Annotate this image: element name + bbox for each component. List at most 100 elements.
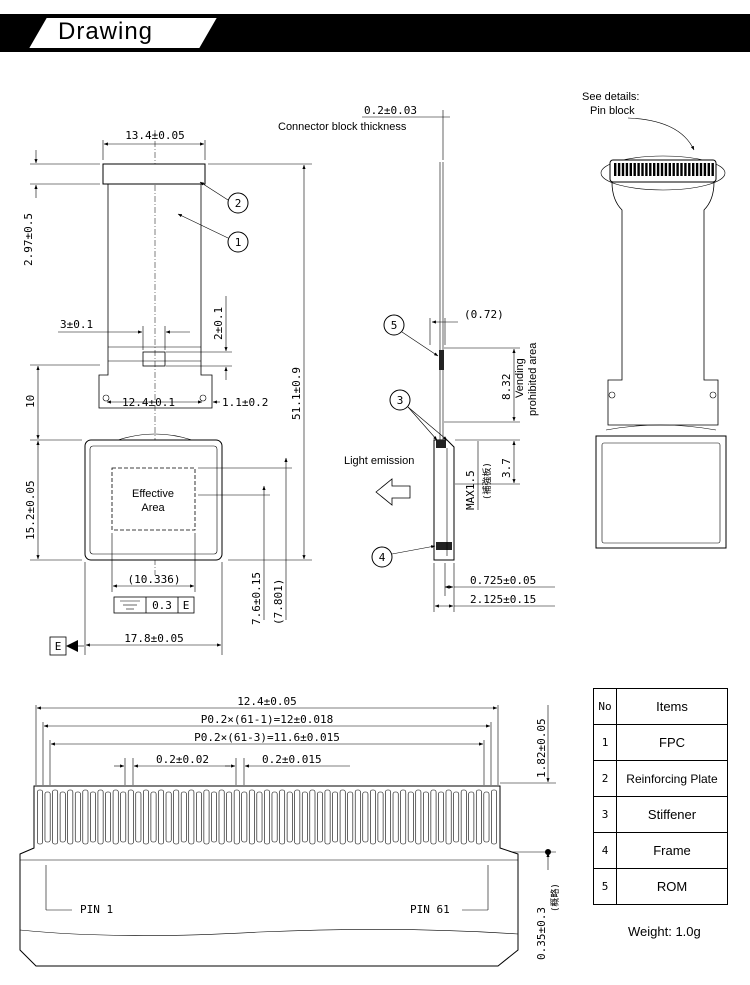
pin	[211, 791, 217, 843]
pin	[52, 789, 59, 845]
dim-conn-thickness: 0.2±0.03	[364, 104, 417, 117]
iso-pin	[668, 163, 671, 176]
iso-pin	[656, 163, 660, 176]
pin	[127, 789, 134, 845]
pin	[392, 791, 399, 843]
pin	[438, 791, 444, 843]
pin	[279, 789, 286, 845]
dim-total-height: 51.1±0.9	[290, 367, 303, 420]
pin	[248, 789, 255, 845]
dim-072: (0.72)	[464, 308, 504, 321]
pin	[309, 789, 316, 845]
pin	[332, 791, 338, 843]
callout-3	[389, 389, 411, 411]
pin-first-label: PIN 1	[80, 903, 113, 916]
callout-2	[227, 192, 249, 214]
iso-pin	[621, 163, 625, 176]
pin	[59, 791, 66, 843]
dim-pin-total: 12.4±0.05	[237, 695, 297, 708]
pin	[400, 789, 407, 845]
pin	[377, 791, 384, 843]
iso-pin	[692, 163, 695, 176]
pin	[491, 789, 497, 845]
front-view: Effective Area 13.4±0.05 2.97±0.5 51.1±0…	[22, 129, 312, 656]
conn-thickness-label: Connector block thickness	[278, 121, 407, 133]
pin	[354, 789, 361, 845]
rom-part	[439, 350, 444, 370]
dim-top-width: 13.4±0.05	[125, 129, 185, 142]
items-table: No Items 1 FPC 2 Reinforcing Plate 3 Sti…	[593, 688, 728, 905]
pin	[44, 791, 51, 843]
iso-pin	[614, 163, 617, 176]
dim-bottom-note: (概略)	[549, 883, 561, 912]
pin	[173, 789, 180, 845]
dim-slot-width: 3±0.1	[60, 318, 93, 331]
iso-pin	[711, 163, 714, 176]
table-row: 5 ROM	[593, 868, 728, 905]
dim-pin-height: 1.82±0.05	[535, 718, 548, 778]
weight-label: Weight: 1.0g	[628, 924, 701, 939]
pin	[241, 791, 248, 843]
pin	[370, 789, 376, 845]
pin	[158, 789, 164, 845]
item-label: FPC	[616, 724, 728, 761]
iso-pin	[680, 163, 683, 176]
pin	[112, 789, 119, 845]
iso-pin	[629, 163, 632, 176]
dim-area-pos-ref: (7.801)	[272, 579, 285, 625]
pin	[105, 791, 111, 843]
dim-conn-height: 2.97±0.5	[22, 213, 35, 266]
iso-pin	[641, 163, 644, 176]
pin	[37, 789, 43, 845]
iso-pin	[699, 163, 703, 176]
dim-pitch-a: 0.2±0.02	[156, 753, 209, 766]
display-panel	[84, 439, 223, 561]
dim-pitch-total: P0.2×(61-1)=12±0.018	[201, 713, 333, 726]
side-view: 0.2±0.03 Connector block thickness (0.72…	[278, 104, 555, 612]
iso-pin	[672, 163, 675, 176]
dim-max-note: (補強板)	[481, 462, 493, 500]
light-emission-label: Light emission	[344, 455, 414, 467]
pin	[120, 791, 127, 843]
dim-bottom: 0.35±0.3	[535, 907, 548, 960]
iso-pin	[625, 163, 629, 176]
svg-text:4: 4	[379, 551, 386, 564]
stiffener-part	[436, 440, 446, 448]
iso-pin	[617, 163, 621, 176]
pin	[453, 791, 460, 843]
pin	[317, 791, 323, 843]
iso-pin	[653, 163, 656, 176]
pin	[483, 791, 490, 843]
light-arrow-icon	[375, 478, 411, 506]
pin	[90, 791, 96, 843]
dim-37: 3.7	[500, 458, 513, 478]
effective-area-label-2: Area	[141, 502, 165, 514]
callout-1	[227, 231, 249, 253]
callout-4	[371, 546, 393, 568]
pin	[188, 789, 195, 845]
item-no: 4	[593, 832, 617, 869]
dim-panel-height: 15.2±0.05	[24, 480, 37, 540]
dim-area-width: (10.336)	[128, 573, 181, 586]
dim-2125: 2.125±0.15	[470, 593, 536, 606]
pin	[203, 789, 210, 845]
iso-pin	[637, 163, 640, 176]
pin	[347, 791, 354, 843]
iso-pin	[703, 163, 707, 176]
item-no: 2	[593, 760, 617, 797]
svg-text:2: 2	[235, 197, 242, 210]
dim-pitch-inner: P0.2×(61-3)=11.6±0.015	[194, 731, 340, 744]
frame-part	[436, 542, 452, 550]
pin	[430, 789, 437, 845]
iso-pin	[676, 163, 679, 176]
dim-0725: 0.725±0.05	[470, 574, 536, 587]
vending-label-2: prohibited area	[527, 342, 539, 416]
svg-text:5: 5	[391, 319, 398, 332]
pin	[468, 791, 475, 843]
svg-text:3: 3	[397, 394, 404, 407]
flatness-value: 0.3	[152, 599, 172, 612]
item-label: Frame	[616, 832, 728, 869]
connector-block	[102, 163, 206, 185]
iso-pin	[645, 163, 648, 176]
